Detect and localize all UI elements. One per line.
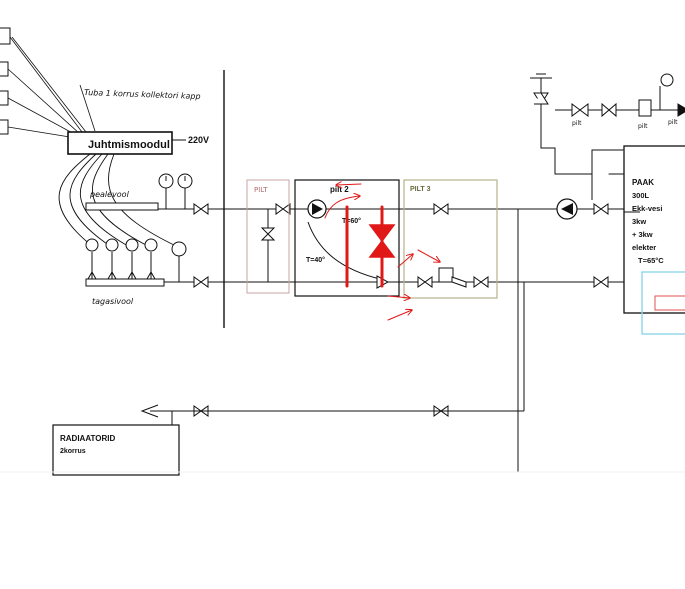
bypass-valve-icon bbox=[260, 227, 276, 241]
pressure-reducer-icon bbox=[638, 99, 652, 117]
sensor-box bbox=[0, 61, 9, 77]
boiler-spec: Ekk-vesi bbox=[632, 204, 662, 213]
gauge-icon bbox=[125, 238, 139, 252]
gauge-icon bbox=[105, 238, 119, 252]
red-valve-icon bbox=[368, 224, 396, 258]
boiler-title: PAAK bbox=[632, 178, 654, 187]
temp-left-label: T=40° bbox=[306, 256, 325, 264]
gauge-icon bbox=[144, 238, 158, 252]
valve-icon bbox=[417, 276, 433, 288]
red-arrow bbox=[336, 184, 362, 185]
valve-icon bbox=[275, 203, 291, 215]
sensor-box bbox=[0, 119, 9, 135]
red-arrow bbox=[397, 254, 413, 268]
radiator-subtitle: 2korrus bbox=[60, 448, 86, 455]
red-arrow bbox=[387, 296, 410, 298]
radiator-title: RADIAATORID bbox=[60, 434, 115, 443]
valve-icon bbox=[593, 276, 609, 288]
valve-tag: pilt bbox=[572, 120, 582, 127]
red-arrow bbox=[324, 196, 360, 219]
boiler-spec: 3kw bbox=[632, 217, 646, 226]
pressure-gauge-icon bbox=[171, 241, 187, 257]
boiler-tank bbox=[623, 145, 685, 314]
boiler-heat-exchanger bbox=[641, 271, 685, 335]
flow-arrow-icon bbox=[140, 404, 159, 418]
boiler-spec: T=65°C bbox=[638, 256, 664, 265]
control-module-box bbox=[67, 131, 173, 155]
voltage-label: 220V bbox=[188, 135, 209, 145]
cabinet-label: Tuba 1 korrus kollektori kapp bbox=[84, 88, 201, 101]
valve-icon bbox=[433, 203, 449, 215]
return-manifold bbox=[85, 278, 165, 287]
valve-tag: pilt bbox=[668, 119, 678, 126]
safety-valve-icon bbox=[534, 92, 549, 105]
control-module-label: Juhtmismoodul bbox=[88, 139, 170, 151]
heating-element bbox=[654, 295, 685, 311]
sensor-boxes bbox=[0, 27, 11, 135]
mixing-path bbox=[307, 221, 385, 281]
temp-mid-label: T=60° bbox=[342, 217, 361, 225]
boiler-spec: + 3kw bbox=[632, 230, 653, 239]
radiator-box bbox=[52, 424, 180, 476]
pilt1-box bbox=[246, 179, 290, 294]
return-line-label: tagasivool bbox=[92, 297, 134, 306]
valves bbox=[193, 203, 609, 417]
gauge-icon bbox=[660, 73, 674, 87]
pilt2-box bbox=[294, 179, 400, 297]
valve-icon bbox=[193, 203, 209, 215]
sensor-box bbox=[0, 27, 11, 45]
sensor-wires bbox=[7, 36, 96, 139]
valve-icon bbox=[601, 102, 617, 118]
valve-tag: pilt bbox=[638, 123, 648, 130]
return-gauges bbox=[85, 238, 187, 282]
gauge-icon bbox=[85, 238, 99, 252]
cold-water-assembly bbox=[530, 73, 685, 200]
supply-gauges bbox=[158, 173, 193, 209]
red-arrow bbox=[387, 310, 412, 321]
boiler-spec: 300L bbox=[632, 191, 650, 200]
boiler-spec: elekter bbox=[632, 243, 656, 252]
pilt2-label: pilt 2 bbox=[330, 185, 349, 194]
supply-manifold bbox=[85, 202, 159, 211]
pilt1-label: PILT bbox=[254, 186, 268, 194]
thermostatic-valve-icon bbox=[438, 267, 454, 283]
sensor-box bbox=[0, 90, 9, 106]
valve-icon bbox=[193, 276, 209, 288]
red-annotations bbox=[324, 184, 440, 321]
manifold-wires bbox=[58, 153, 177, 247]
pilt3-label: PILT 3 bbox=[410, 186, 431, 193]
valve-icon bbox=[571, 103, 589, 117]
valve-icon bbox=[593, 203, 609, 215]
pilt3-box bbox=[403, 179, 498, 299]
supply-line-label: pealevool bbox=[89, 190, 130, 199]
valve-icon bbox=[473, 276, 489, 288]
red-arrow bbox=[417, 249, 440, 262]
